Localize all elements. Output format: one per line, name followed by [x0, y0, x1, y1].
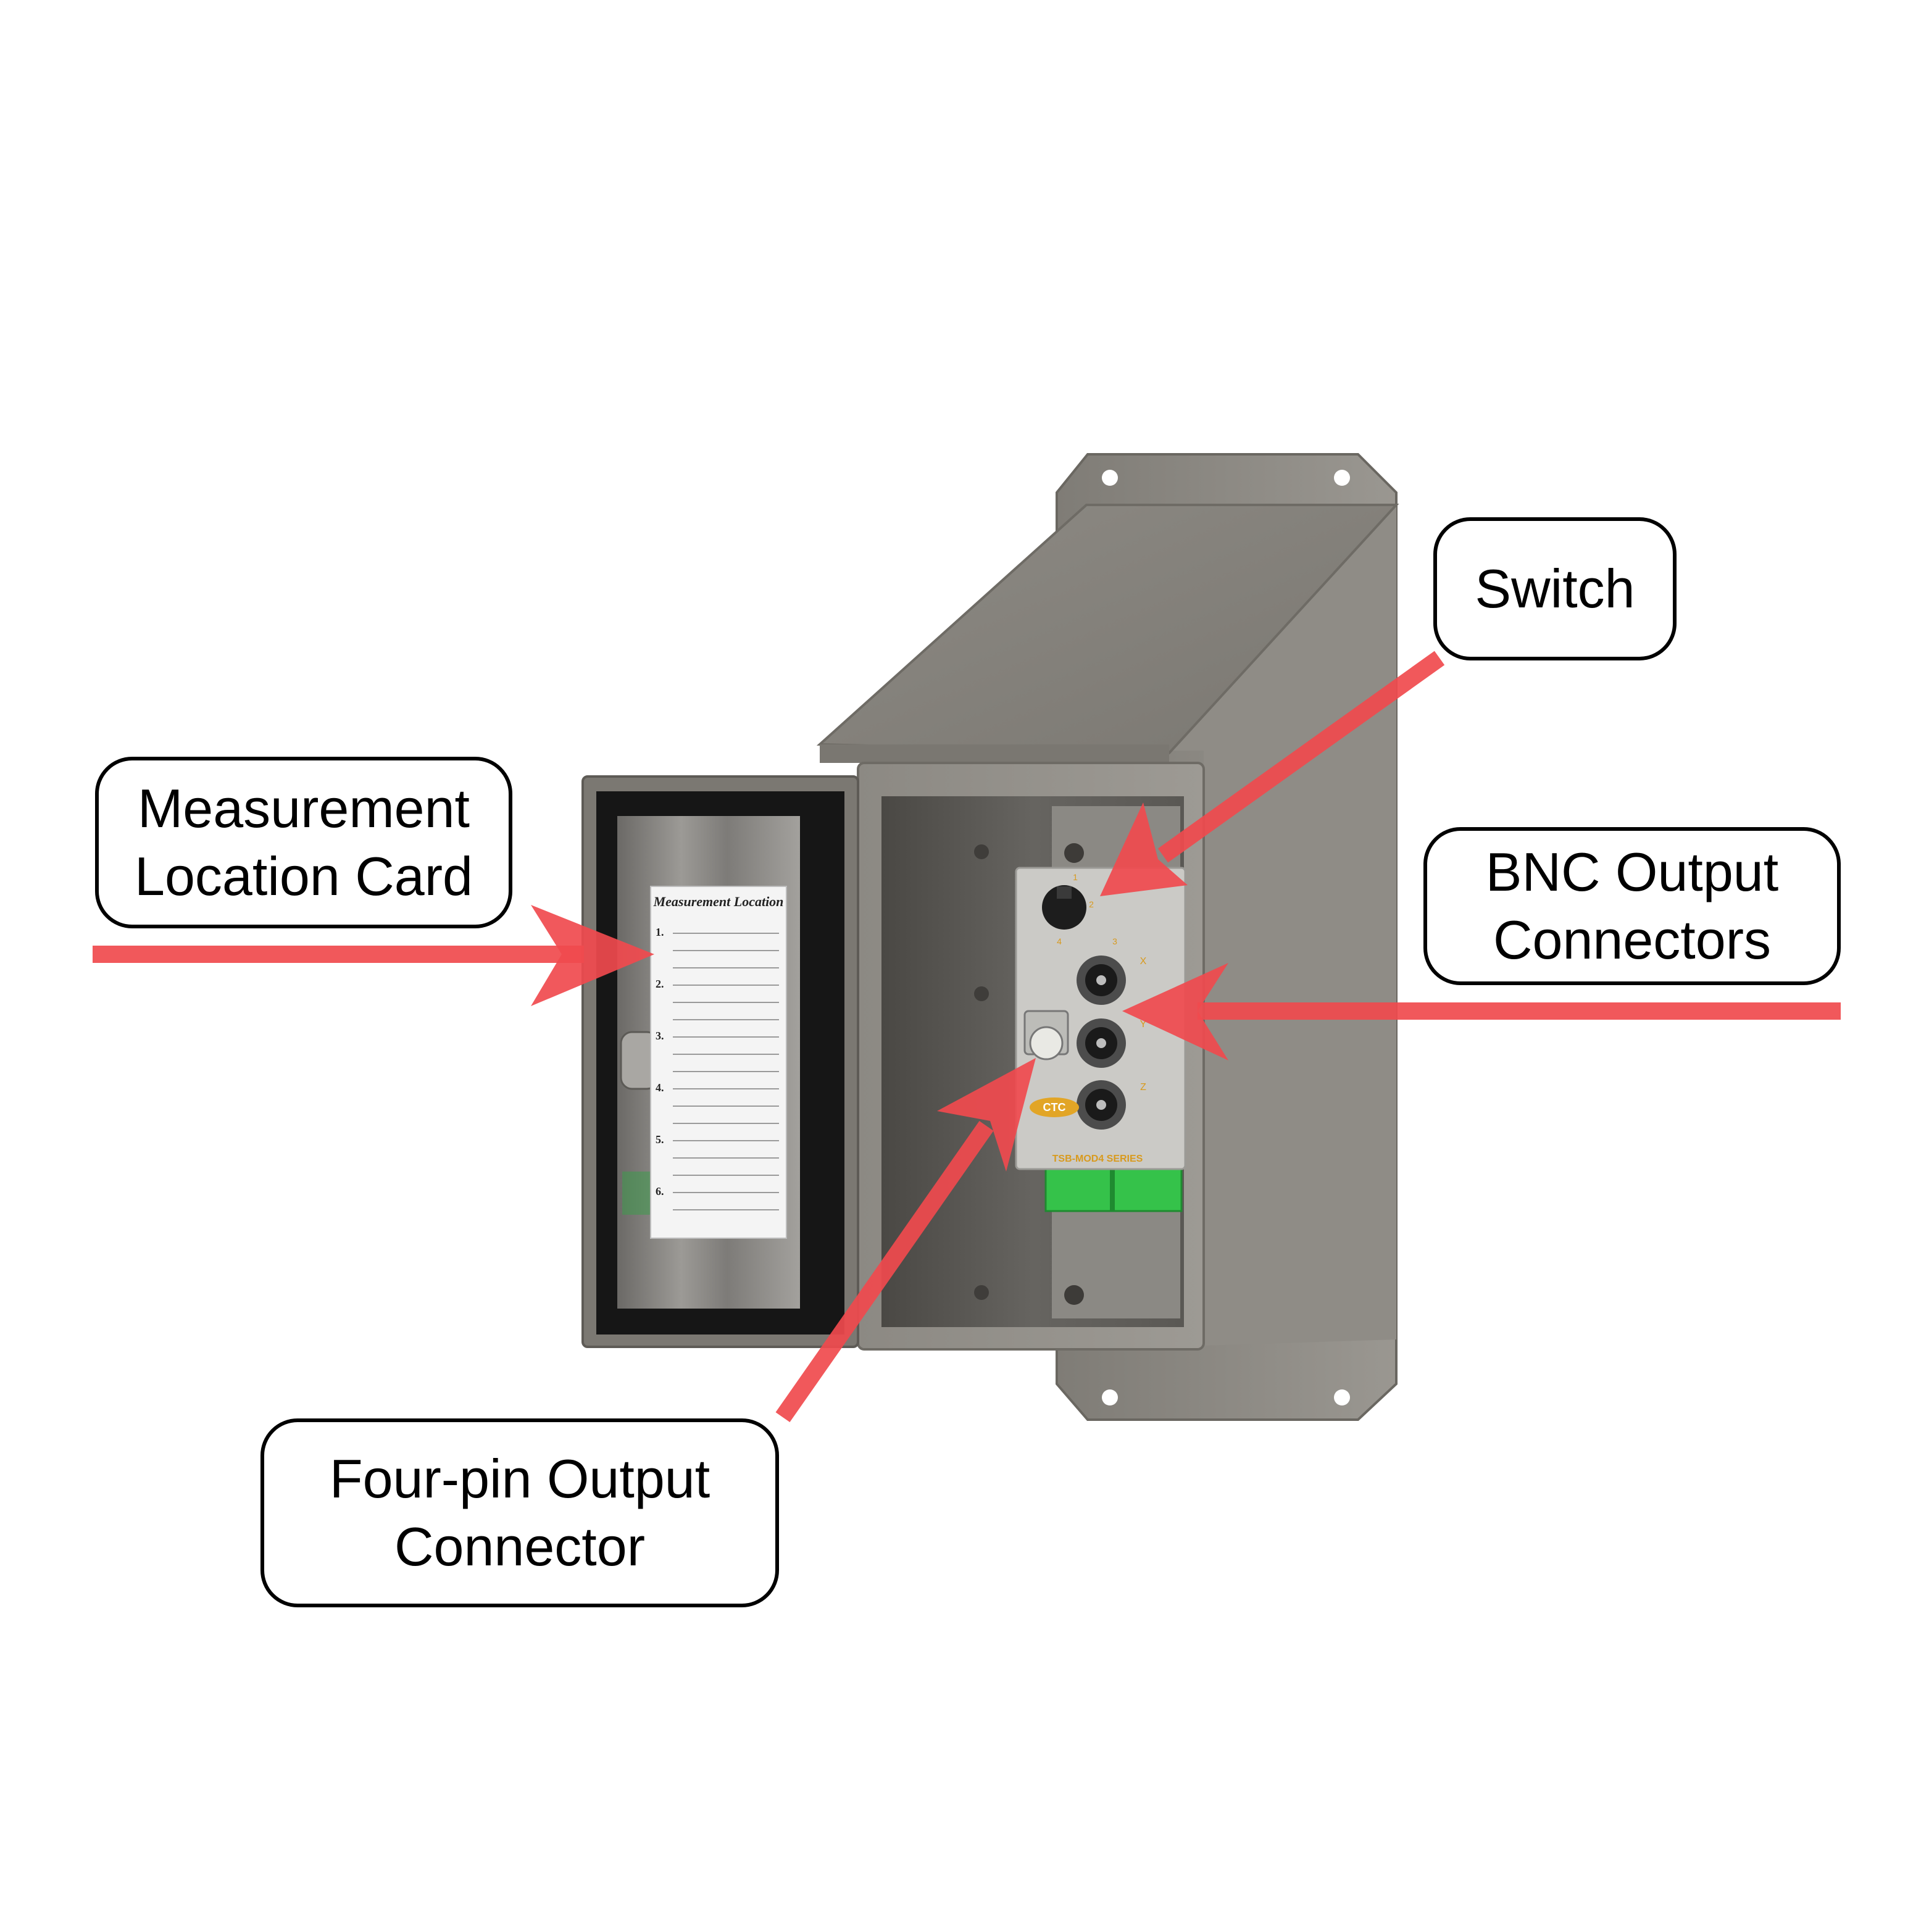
- module-series-label: TSB-MOD4 SERIES: [1052, 1154, 1143, 1164]
- callout-fourpin-line1: Four-pin Output: [329, 1448, 710, 1509]
- callout-card-line2: Location Card: [135, 846, 473, 907]
- bnc-connector-y: [1077, 1018, 1126, 1068]
- arrow-card: [93, 905, 654, 1006]
- channel-label-3: 3: [1112, 936, 1117, 946]
- callout-fourpin-line2: Connector: [394, 1516, 645, 1577]
- mounting-hole: [1102, 470, 1118, 486]
- arrow-four-pin: [775, 1058, 1036, 1423]
- callout-bnc-line1: BNC Output: [1485, 841, 1779, 902]
- channel-label-1: 1: [1073, 872, 1078, 882]
- callout-card-line1: Measurement: [137, 778, 470, 839]
- callout-switch-text: Switch: [1475, 558, 1635, 619]
- channel-label-y: Y: [1140, 1019, 1147, 1030]
- terminal-block-divider: [1110, 1168, 1115, 1211]
- enclosure-side: [1169, 505, 1396, 1346]
- channel-label-2: 2: [1089, 899, 1094, 909]
- callout-four-pin-output-connector: Four-pin Output Connector: [260, 1418, 779, 1607]
- switch-knob: [1042, 885, 1086, 930]
- card-section-number: 4.: [656, 1081, 664, 1094]
- bnc-connector-z: [1077, 1080, 1126, 1130]
- card-section-numbers: 1. 2. 3. 4. 5. 6.: [656, 926, 664, 1197]
- mounting-hole: [1102, 1389, 1118, 1405]
- callout-switch: Switch: [1433, 517, 1677, 660]
- panel-screw: [1064, 1285, 1084, 1305]
- card-title: Measurement Location: [653, 894, 784, 909]
- card-section-number: 3.: [656, 1030, 664, 1042]
- cavity-stud: [974, 986, 989, 1001]
- card-section-number: 1.: [656, 926, 664, 938]
- four-pin-connector: [1023, 1010, 1069, 1060]
- bnc-connector-x: [1077, 956, 1126, 1005]
- cavity-stud: [974, 1285, 989, 1300]
- panel-screw: [1064, 843, 1084, 863]
- card-rule-lines: [673, 933, 779, 1210]
- cavity-stud: [974, 844, 989, 859]
- arrow-bnc: [1122, 963, 1841, 1060]
- channel-label-z: Z: [1140, 1082, 1146, 1093]
- mounting-hole: [1334, 1389, 1350, 1405]
- card-section-number: 5.: [656, 1133, 664, 1146]
- brand-logo-text: CTC: [1043, 1101, 1066, 1114]
- callout-bnc-line2: Connectors: [1493, 909, 1771, 970]
- callout-bnc-output-connectors: BNC Output Connectors: [1423, 827, 1841, 985]
- callout-measurement-location-card: Measurement Location Card: [95, 757, 512, 928]
- channel-label-4: 4: [1057, 936, 1062, 946]
- switch-pointer: [1057, 886, 1072, 899]
- measurement-location-card: [650, 886, 787, 1239]
- channel-label-x: X: [1140, 956, 1147, 967]
- brand-logo: [1030, 1097, 1079, 1117]
- rain-hood-lip: [820, 744, 1169, 763]
- door-green-reflection: [622, 1172, 652, 1215]
- mounting-hole: [1334, 470, 1350, 486]
- card-section-number: 2.: [656, 978, 664, 990]
- card-section-number: 6.: [656, 1185, 664, 1197]
- arrow-switch: [1100, 651, 1445, 896]
